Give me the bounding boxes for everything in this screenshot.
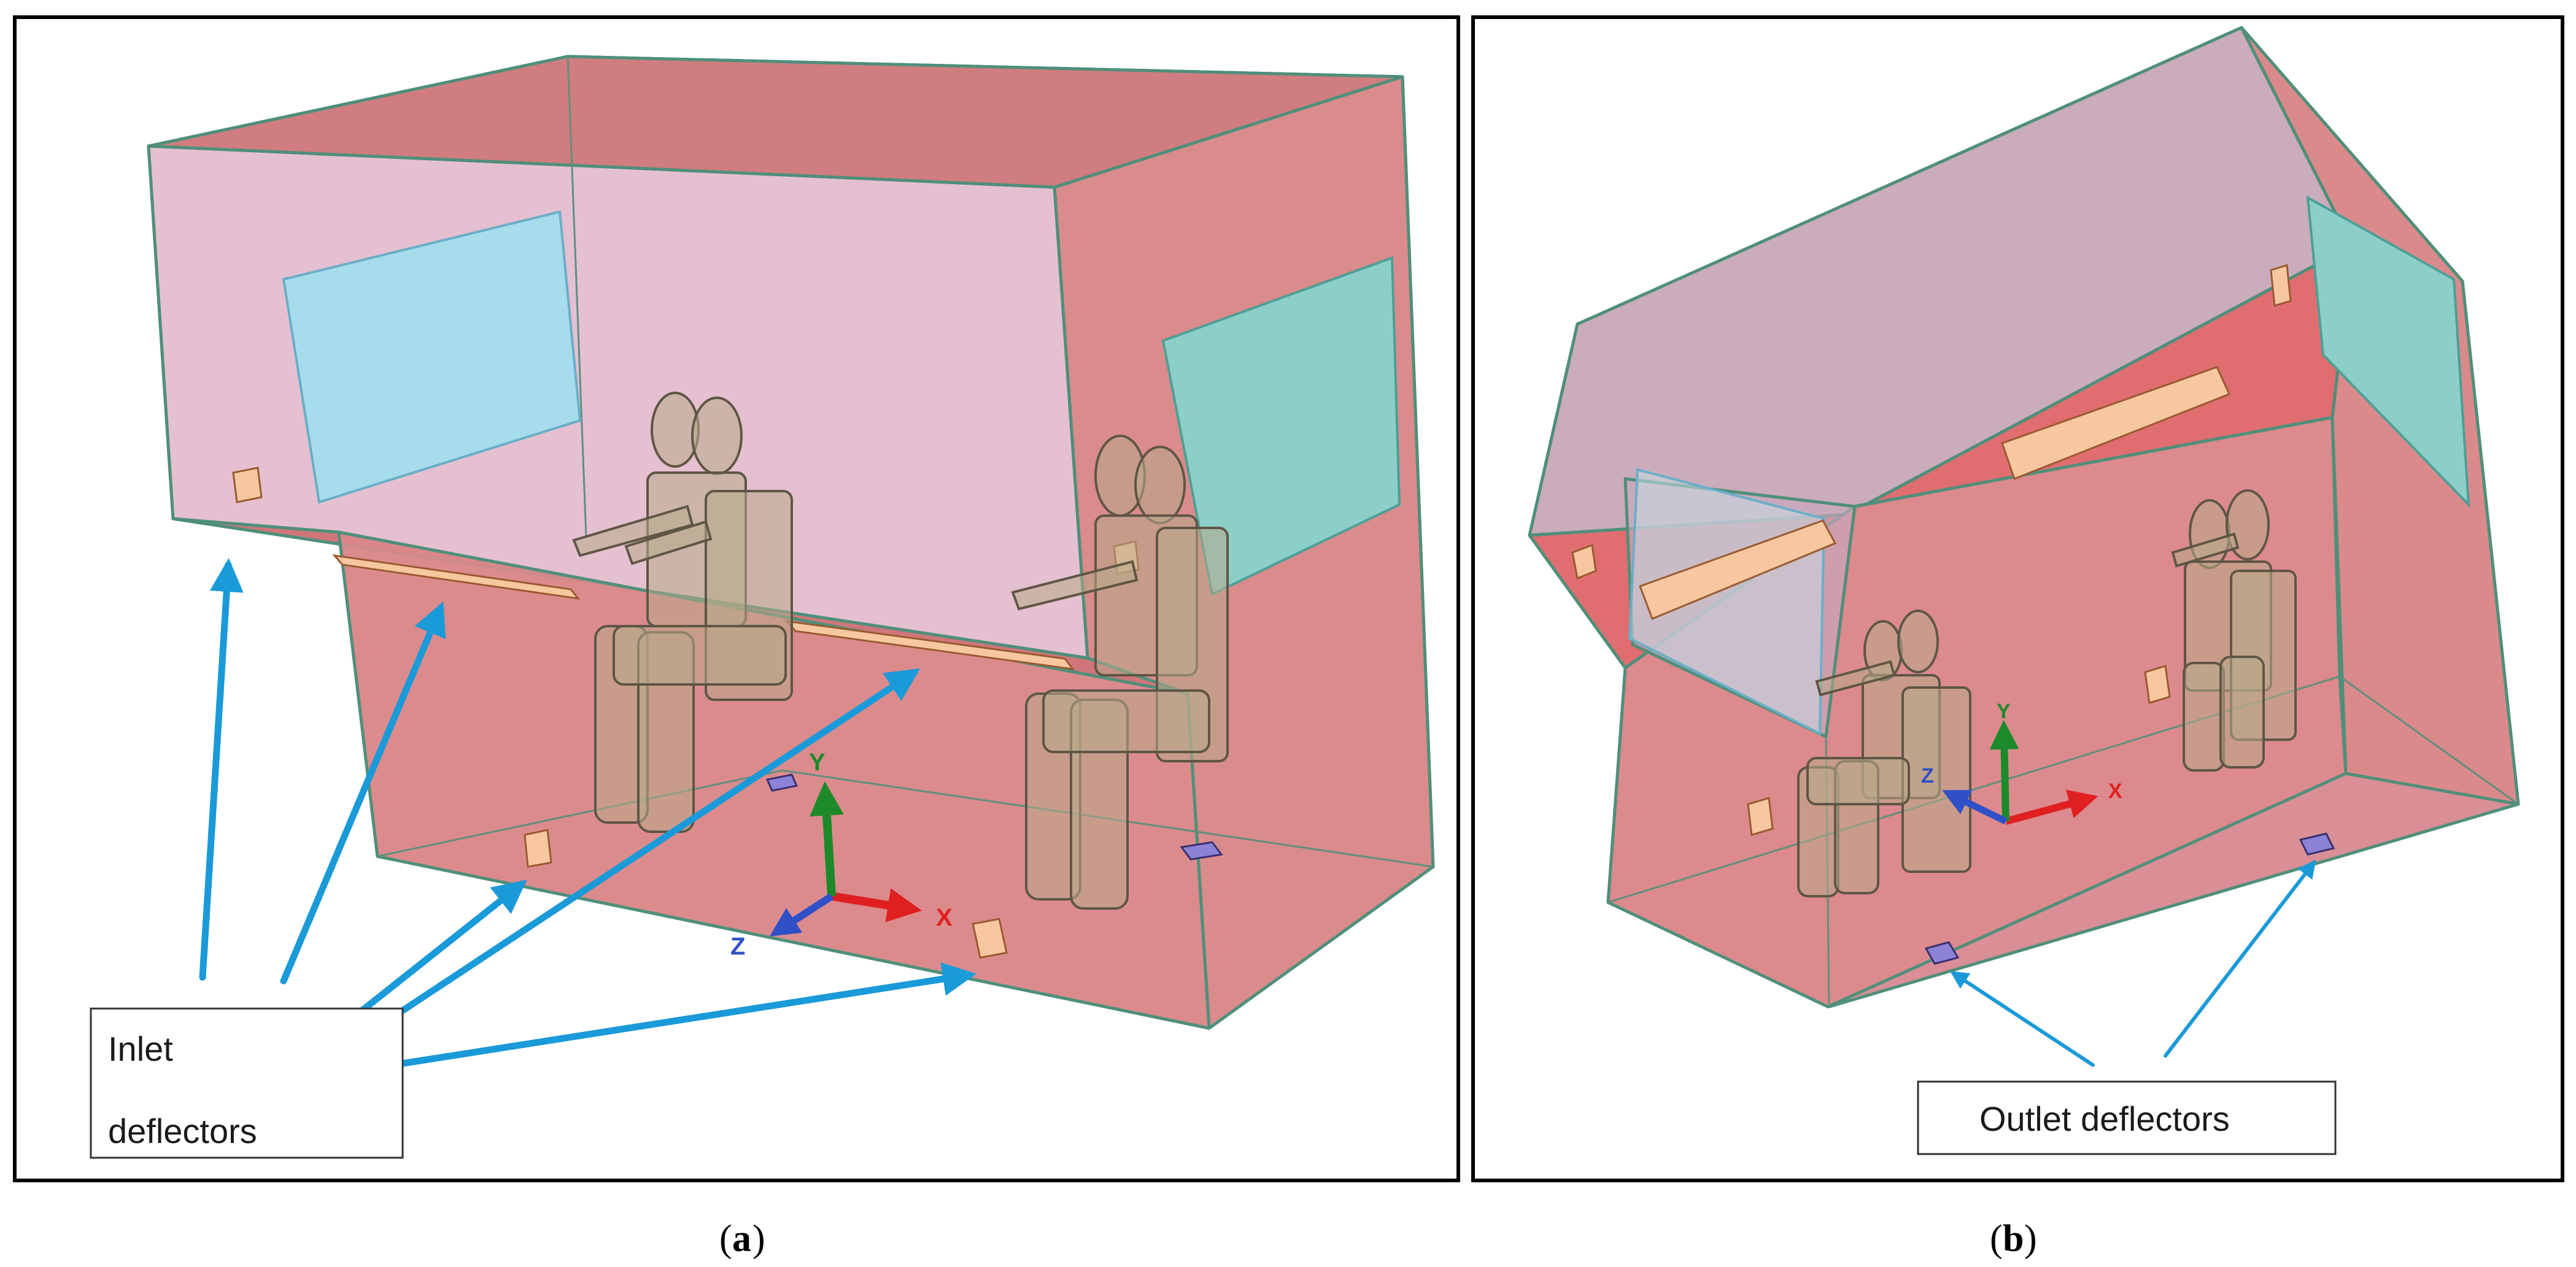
y-axis-label: Y: [1997, 700, 2011, 723]
window-right: [1161, 256, 1401, 596]
manikin-thigh: [1042, 689, 1210, 753]
cabin-model-b: X Y Z: [1528, 26, 2520, 1009]
manikin-head: [1897, 610, 1939, 673]
outlet-square: [765, 773, 799, 792]
manikin-thigh: [1806, 757, 1910, 805]
y-axis-label: Y: [809, 749, 826, 776]
z-axis-arrow: [769, 893, 834, 937]
manikin-backrest: [1901, 686, 1971, 873]
inlet-square: [2144, 665, 2171, 704]
annotation-arrow: [1949, 971, 2095, 1067]
caption-open-paren: (: [719, 1218, 732, 1260]
caption-close-paren: ): [752, 1218, 765, 1260]
manikin-left: [572, 392, 793, 833]
label-line-1: Inlet: [108, 1029, 173, 1068]
manikin-leg: [2219, 656, 2265, 769]
y-axis-arrow: [810, 781, 844, 897]
outlet-square: [1180, 841, 1223, 861]
window-front: [1628, 468, 1826, 736]
x-axis-label: X: [2108, 780, 2122, 803]
inlet-deflectors-label: Inlet deflectors: [90, 1007, 404, 1159]
axis-triad-b: X Y Z: [1921, 700, 2122, 825]
y-axis-arrow: [1989, 719, 2019, 822]
caption-letter: a: [732, 1218, 751, 1260]
caption-a: ( a ): [719, 1218, 765, 1260]
caption-close-paren: ): [2024, 1218, 2037, 1260]
manikin-leg: [2183, 662, 2225, 772]
outlet-deflectors-label: Outlet deflectors: [1917, 1080, 2337, 1155]
z-axis-label: Z: [730, 933, 745, 960]
manikin-arm: [624, 520, 713, 565]
annotation-arrow: [335, 668, 921, 1056]
manikin-left-b: [1797, 610, 1971, 897]
label-text: Outlet deflectors: [1979, 1099, 2230, 1138]
annotation-arrow: [2164, 859, 2316, 1058]
window-right: [2306, 195, 2470, 508]
annotation-arrow: [349, 962, 977, 1075]
manikin-arm: [1815, 660, 1896, 697]
inlet-square: [2270, 264, 2292, 307]
inlet-square: [972, 918, 1008, 959]
manikin-thigh: [613, 625, 787, 686]
inlet-slot-left: [1639, 519, 1837, 620]
label-box: [90, 1007, 404, 1159]
inlet-slot-right: [2001, 366, 2231, 480]
inlet-slot-left: [332, 554, 581, 600]
annotation-arrow: [280, 601, 446, 985]
floor-edge: [377, 769, 783, 858]
manikin-right-b: [2171, 489, 2297, 772]
caption-b: ( b ): [1990, 1218, 2037, 1260]
inlet-square: [232, 467, 263, 503]
manikin-arm: [1011, 560, 1139, 611]
annotation-arrow: [199, 558, 244, 981]
window-left: [282, 210, 582, 504]
inlet-square: [1747, 797, 1774, 836]
label-box: [1917, 1080, 2337, 1155]
panel-b: X Y Z Outlet deflectors ( b ): [1471, 15, 2564, 1260]
axis-triad-a: X Y Z: [730, 749, 953, 960]
panel-a: X Y Z Inlet deflectors ( a ): [13, 15, 1460, 1260]
manikin-head: [1134, 446, 1186, 524]
cabin-model-a: X Y Z: [147, 55, 1435, 1030]
z-axis-arrow: [1942, 789, 2008, 824]
manikin-head: [691, 397, 743, 475]
manikin-right: [1011, 435, 1229, 910]
x-axis-label: X: [936, 904, 953, 931]
x-axis-arrow: [830, 888, 922, 923]
back-edge: [567, 56, 587, 538]
inlet-square: [524, 829, 552, 868]
caption-letter: b: [2003, 1218, 2024, 1260]
outlet-square: [2299, 832, 2335, 856]
outlet-annotation-arrows: [1949, 859, 2316, 1067]
manikin-arm: [2171, 532, 2240, 568]
z-axis-label: Z: [1921, 764, 1934, 788]
caption-open-paren: (: [1990, 1218, 2003, 1260]
x-axis-arrow: [2005, 789, 2098, 825]
outlet-square: [1924, 941, 1960, 965]
floor-edge: [2339, 675, 2519, 805]
inlet-square: [1571, 543, 1597, 580]
label-line-2: deflectors: [108, 1112, 257, 1150]
